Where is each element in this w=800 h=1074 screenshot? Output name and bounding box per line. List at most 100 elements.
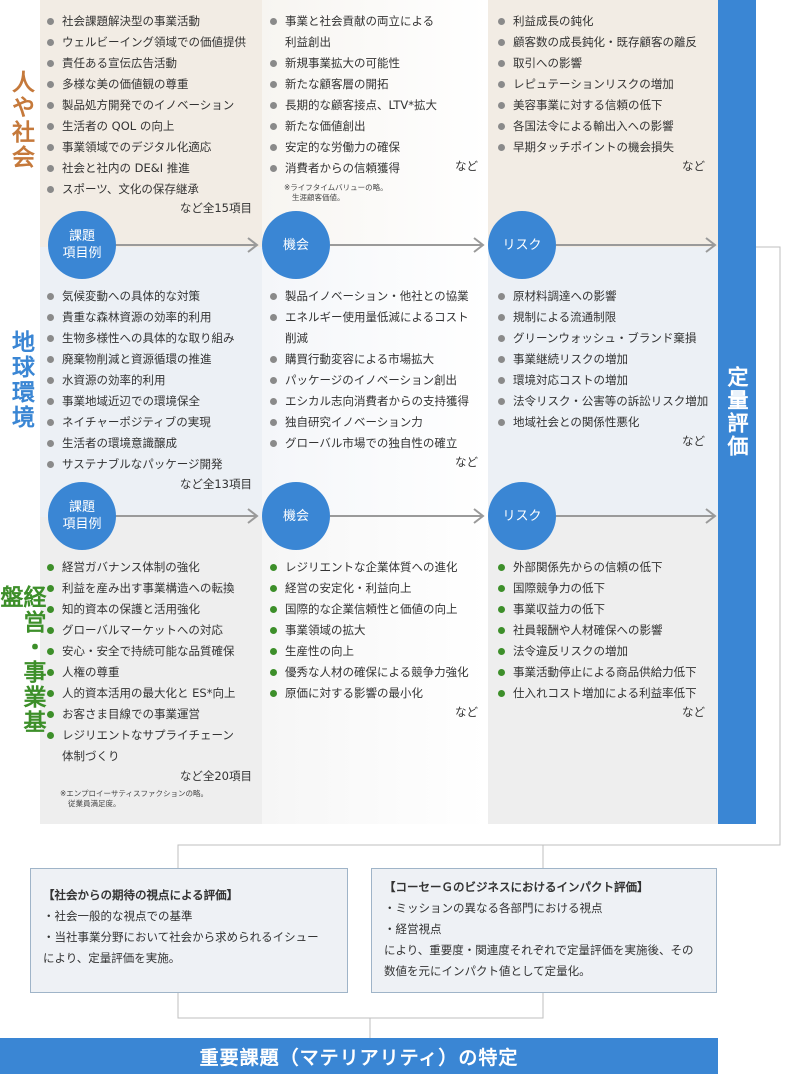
list-item: 経営ガバナンス体制の強化 (45, 557, 235, 578)
society-box-line: により、定量評価を実施。 (43, 951, 181, 965)
list-item: 事業収益力の低下 (496, 599, 697, 620)
list-item: サステナブルなパッケージ開発 (45, 454, 235, 475)
flow-arrowhead-2c (705, 508, 717, 524)
list-item: グローバルマーケットへの対応 (45, 620, 235, 641)
list-item: レジリエントなサプライチェーン (45, 725, 235, 746)
list-item: 責任ある宣伝広告活動 (45, 53, 246, 74)
list-item: 社員報酬や人材確保への影響 (496, 620, 697, 641)
risk-circle-1: リスク (488, 211, 556, 279)
list-item: ネイチャーポジティブの実現 (45, 412, 235, 433)
society-risks-bg (488, 0, 718, 247)
environment-issues-total: など全13項目 (179, 477, 252, 491)
business-issues-list: 経営ガバナンス体制の強化 利益を産み出す事業構造への転換 知的資本の保護と活用強… (45, 557, 235, 767)
list-item: 人権の尊重 (45, 662, 235, 683)
business-impact-box: 【コーセーＧのビジネスにおけるインパクト評価】 ・ミッションの異なる各部門におけ… (371, 868, 717, 993)
note-line: 従業員満足度。 (68, 799, 121, 808)
list-item: 利益を産み出す事業構造への転換 (45, 578, 235, 599)
list-item: 優秀な人材の確保による競争力強化 (268, 662, 469, 683)
list-item: 国際的な企業信頼性と価値の向上 (268, 599, 469, 620)
society-issues-list: 社会課題解決型の事業活動 ウェルビーイング領域での価値提供 責任ある宣伝広告活動… (45, 11, 246, 200)
list-item: レピュテーションリスクの増加 (496, 74, 697, 95)
list-item: 事業領域でのデジタル化適応 (45, 137, 246, 158)
society-risks-tail: など (682, 159, 705, 173)
list-item: 早期タッチポイントの機会損失 (496, 137, 697, 158)
list-item: 国際競争力の低下 (496, 578, 697, 599)
list-item: パッケージのイノベーション創出 (268, 370, 469, 391)
environment-issues-list: 気候変動への具体的な対策 貴重な森林資源の効率的利用 生物多様性への具体的な取り… (45, 286, 235, 475)
circle-line: 項目例 (62, 246, 102, 261)
list-item: 生物多様性への具体的な取り組み (45, 328, 235, 349)
circle-label: 機会 (282, 237, 309, 253)
environment-risks-tail: など (682, 434, 705, 448)
society-box-line: ・社会一般的な視点での基準 (43, 909, 193, 923)
list-item: 各国法令による輸出入への影響 (496, 116, 697, 137)
business-issues-total: など全20項目 (179, 769, 252, 783)
list-item: 新たな顧客層の開拓 (268, 74, 437, 95)
business-box-line: 数値を元にインパクト値として定量化。 (384, 964, 591, 978)
flow-arrowhead-1a (247, 237, 259, 253)
list-item: 購買行動変容による市場拡大 (268, 349, 469, 370)
connector-merge (177, 993, 544, 1019)
circle-line: 課題 (68, 500, 95, 515)
list-item: 安定的な労働力の確保 (268, 137, 437, 158)
circle-label: 機会 (282, 508, 309, 524)
business-box-line: により、重要度・関連度それぞれで定量評価を実施後、その (384, 943, 694, 957)
society-opportunities-list: 事業と社会貢献の両立による 利益創出 新規事業拡大の可能性 新たな顧客層の開拓 … (268, 11, 437, 179)
list-item: ウェルビーイング領域での価値提供 (45, 32, 246, 53)
list-item: 製品処方開発でのイノベーション (45, 95, 246, 116)
list-item: 法令リスク・公害等の訴訟リスク増加 (496, 391, 708, 412)
list-item: 社会課題解決型の事業活動 (45, 11, 246, 32)
list-item: 生活者の QOL の向上 (45, 116, 246, 137)
list-item: 法令違反リスクの増加 (496, 641, 697, 662)
connector-right (177, 246, 781, 868)
list-item: お客さま目線での事業運営 (45, 704, 235, 725)
quantitative-evaluation-label: 定量評価 (725, 366, 749, 458)
list-item-continued: 削減 (285, 331, 308, 345)
category-label-environment: 地球環境 (7, 330, 34, 430)
society-opportunities-note: ※ライフタイムバリューの略。 生涯顧客価値。 (284, 183, 388, 203)
opportunity-circle-2: 機会 (262, 482, 330, 550)
list-item: 顧客数の成長鈍化・既存顧客の離反 (496, 32, 697, 53)
list-item: レジリエントな企業体質への進化 (268, 557, 469, 578)
list-item: 社会と社内の DE&I 推進 (45, 158, 246, 179)
society-risks-list: 利益成長の鈍化 顧客数の成長鈍化・既存顧客の離反 取引への影響 レピュテーション… (496, 11, 697, 158)
list-item: 独自研究イノベーション力 (268, 412, 469, 433)
circle-label: リスク (502, 508, 542, 524)
list-item: 生活者の環境意識醸成 (45, 433, 235, 454)
society-issues-total: など全15項目 (179, 201, 252, 215)
society-expectation-box: 【社会からの期待の視点による評価】 ・社会一般的な視点での基準 ・当社事業分野に… (30, 868, 348, 993)
issues-example-circle-2: 課題項目例 (48, 482, 116, 550)
list-item: 事業継続リスクの増加 (496, 349, 708, 370)
list-item: 規制による流通制限 (496, 307, 708, 328)
list-item: グリーンウォッシュ・ブランド棄損 (496, 328, 708, 349)
list-item: 気候変動への具体的な対策 (45, 286, 235, 307)
business-box-line: ・経営視点 (384, 922, 442, 936)
list-item: 利益成長の鈍化 (496, 11, 697, 32)
environment-risks-bg (488, 247, 718, 517)
business-risks-list: 外部関係先からの信頼の低下 国際競争力の低下 事業収益力の低下 社員報酬や人材確… (496, 557, 697, 704)
list-item: 外部関係先からの信頼の低下 (496, 557, 697, 578)
category-label-business: 経営・事業基盤 (0, 585, 45, 735)
business-risks-bg (488, 517, 718, 824)
circle-line: 項目例 (62, 517, 102, 532)
list-item-continued: 体制づくり (62, 749, 120, 763)
flow-arrowhead-1c (705, 237, 717, 253)
business-opportunities-list: レジリエントな企業体質への進化 経営の安定化・利益向上 国際的な企業信頼性と価値… (268, 557, 469, 704)
environment-opportunities-bg (262, 247, 488, 517)
quantitative-evaluation-bar: 定量評価 (718, 0, 756, 824)
society-box-line: ・当社事業分野において社会から求められるイシュー (43, 930, 319, 944)
flow-arrowhead-1b (473, 237, 485, 253)
list-item: 原価に対する影響の最小化 (268, 683, 469, 704)
flow-arrowhead-2b (473, 508, 485, 524)
business-box-line: ・ミッションの異なる各部門における視点 (384, 901, 603, 915)
environment-opportunities-tail: など (455, 455, 478, 469)
list-item: 新たな価値創出 (268, 116, 437, 137)
business-issues-bg (40, 517, 262, 824)
list-item: 美容事業に対する信頼の低下 (496, 95, 697, 116)
category-label-society-wrap: 人や社会 (0, 40, 40, 200)
list-item: 環境対応コストの増加 (496, 370, 708, 391)
list-item: グローバル市場での独自性の確立 (268, 433, 469, 454)
business-risks-tail: など (682, 705, 705, 719)
opportunity-circle-1: 機会 (262, 211, 330, 279)
